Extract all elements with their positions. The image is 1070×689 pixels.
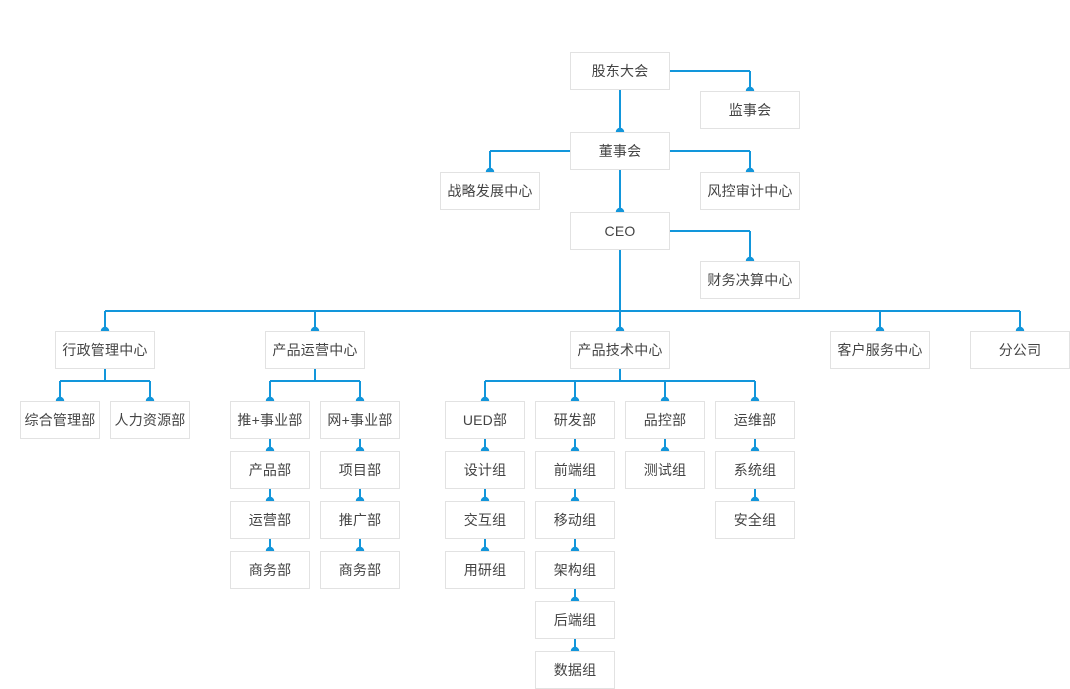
org-node-label: 前端组 <box>553 462 597 478</box>
org-node-label: UED部 <box>462 412 508 428</box>
org-node-label: 运营部 <box>248 512 292 528</box>
org-node-label: 数据组 <box>553 662 597 678</box>
org-node-label: 架构组 <box>553 562 597 578</box>
org-node-label: 后端组 <box>553 612 597 628</box>
org-node-label: 移动组 <box>553 512 597 528</box>
org-node-tech-center[interactable]: 产品技术中心 <box>570 331 670 369</box>
org-node-shareholders[interactable]: 股东大会 <box>570 52 670 90</box>
org-node-backend-group[interactable]: 后端组 <box>535 601 615 639</box>
org-node-label: 交互组 <box>463 512 507 528</box>
org-node-test-group[interactable]: 测试组 <box>625 451 705 489</box>
org-node-system-group[interactable]: 系统组 <box>715 451 795 489</box>
org-node-ceo[interactable]: CEO <box>570 212 670 250</box>
org-node-tui-bu[interactable]: 推+事业部 <box>230 401 310 439</box>
org-node-business-dept-1[interactable]: 商务部 <box>230 551 310 589</box>
org-node-label: 客户服务中心 <box>837 342 923 358</box>
org-node-label: 董事会 <box>598 143 642 159</box>
org-node-label: 运维部 <box>733 412 777 428</box>
org-node-mobile-group[interactable]: 移动组 <box>535 501 615 539</box>
org-node-label: 用研组 <box>463 562 507 578</box>
org-node-interaction-group[interactable]: 交互组 <box>445 501 525 539</box>
org-node-wang-bu[interactable]: 网+事业部 <box>320 401 400 439</box>
org-node-design-group[interactable]: 设计组 <box>445 451 525 489</box>
org-node-architecture-group[interactable]: 架构组 <box>535 551 615 589</box>
org-node-label: 人力资源部 <box>114 412 186 428</box>
org-node-label: 研发部 <box>553 412 597 428</box>
org-node-label: 战略发展中心 <box>447 183 533 199</box>
org-node-label: 财务决算中心 <box>707 272 793 288</box>
org-node-product-dept[interactable]: 产品部 <box>230 451 310 489</box>
org-node-label: 项目部 <box>338 462 382 478</box>
org-node-label: 行政管理中心 <box>62 342 148 358</box>
org-node-qa-dept[interactable]: 品控部 <box>625 401 705 439</box>
org-node-board[interactable]: 董事会 <box>570 132 670 170</box>
org-node-rnd-dept[interactable]: 研发部 <box>535 401 615 439</box>
org-node-user-research[interactable]: 用研组 <box>445 551 525 589</box>
org-node-risk-audit-center[interactable]: 风控审计中心 <box>700 172 800 210</box>
org-node-admin-center[interactable]: 行政管理中心 <box>55 331 155 369</box>
org-node-human-resources[interactable]: 人力资源部 <box>110 401 190 439</box>
org-node-label: CEO <box>604 223 636 239</box>
org-node-finance-center[interactable]: 财务决算中心 <box>700 261 800 299</box>
org-node-label: 网+事业部 <box>327 412 393 428</box>
org-node-label: 品控部 <box>643 412 687 428</box>
org-node-business-dept-2[interactable]: 商务部 <box>320 551 400 589</box>
org-node-label: 产品部 <box>248 462 292 478</box>
org-node-label: 风控审计中心 <box>707 183 793 199</box>
org-node-general-admin[interactable]: 综合管理部 <box>20 401 100 439</box>
org-node-label: 推广部 <box>338 512 382 528</box>
org-node-label: 商务部 <box>248 562 292 578</box>
org-node-frontend-group[interactable]: 前端组 <box>535 451 615 489</box>
org-node-project-dept[interactable]: 项目部 <box>320 451 400 489</box>
org-node-label: 综合管理部 <box>24 412 96 428</box>
org-node-ued-dept[interactable]: UED部 <box>445 401 525 439</box>
org-node-label: 测试组 <box>643 462 687 478</box>
org-node-label: 分公司 <box>998 342 1042 358</box>
org-node-branch-company[interactable]: 分公司 <box>970 331 1070 369</box>
org-node-promotion-dept[interactable]: 推广部 <box>320 501 400 539</box>
org-node-ops-center[interactable]: 产品运营中心 <box>265 331 365 369</box>
org-node-label: 监事会 <box>728 102 772 118</box>
org-node-label: 推+事业部 <box>237 412 303 428</box>
org-node-devops-dept[interactable]: 运维部 <box>715 401 795 439</box>
org-node-label: 系统组 <box>733 462 777 478</box>
org-node-supervisors[interactable]: 监事会 <box>700 91 800 129</box>
org-node-label: 产品运营中心 <box>272 342 358 358</box>
org-node-label: 设计组 <box>463 462 507 478</box>
org-node-label: 股东大会 <box>591 63 649 79</box>
org-node-strategy-center[interactable]: 战略发展中心 <box>440 172 540 210</box>
org-node-data-group[interactable]: 数据组 <box>535 651 615 689</box>
org-node-label: 产品技术中心 <box>577 342 663 358</box>
org-node-label: 商务部 <box>338 562 382 578</box>
org-node-label: 安全组 <box>733 512 777 528</box>
org-node-service-center[interactable]: 客户服务中心 <box>830 331 930 369</box>
org-node-operations-dept[interactable]: 运营部 <box>230 501 310 539</box>
org-node-security-group[interactable]: 安全组 <box>715 501 795 539</box>
